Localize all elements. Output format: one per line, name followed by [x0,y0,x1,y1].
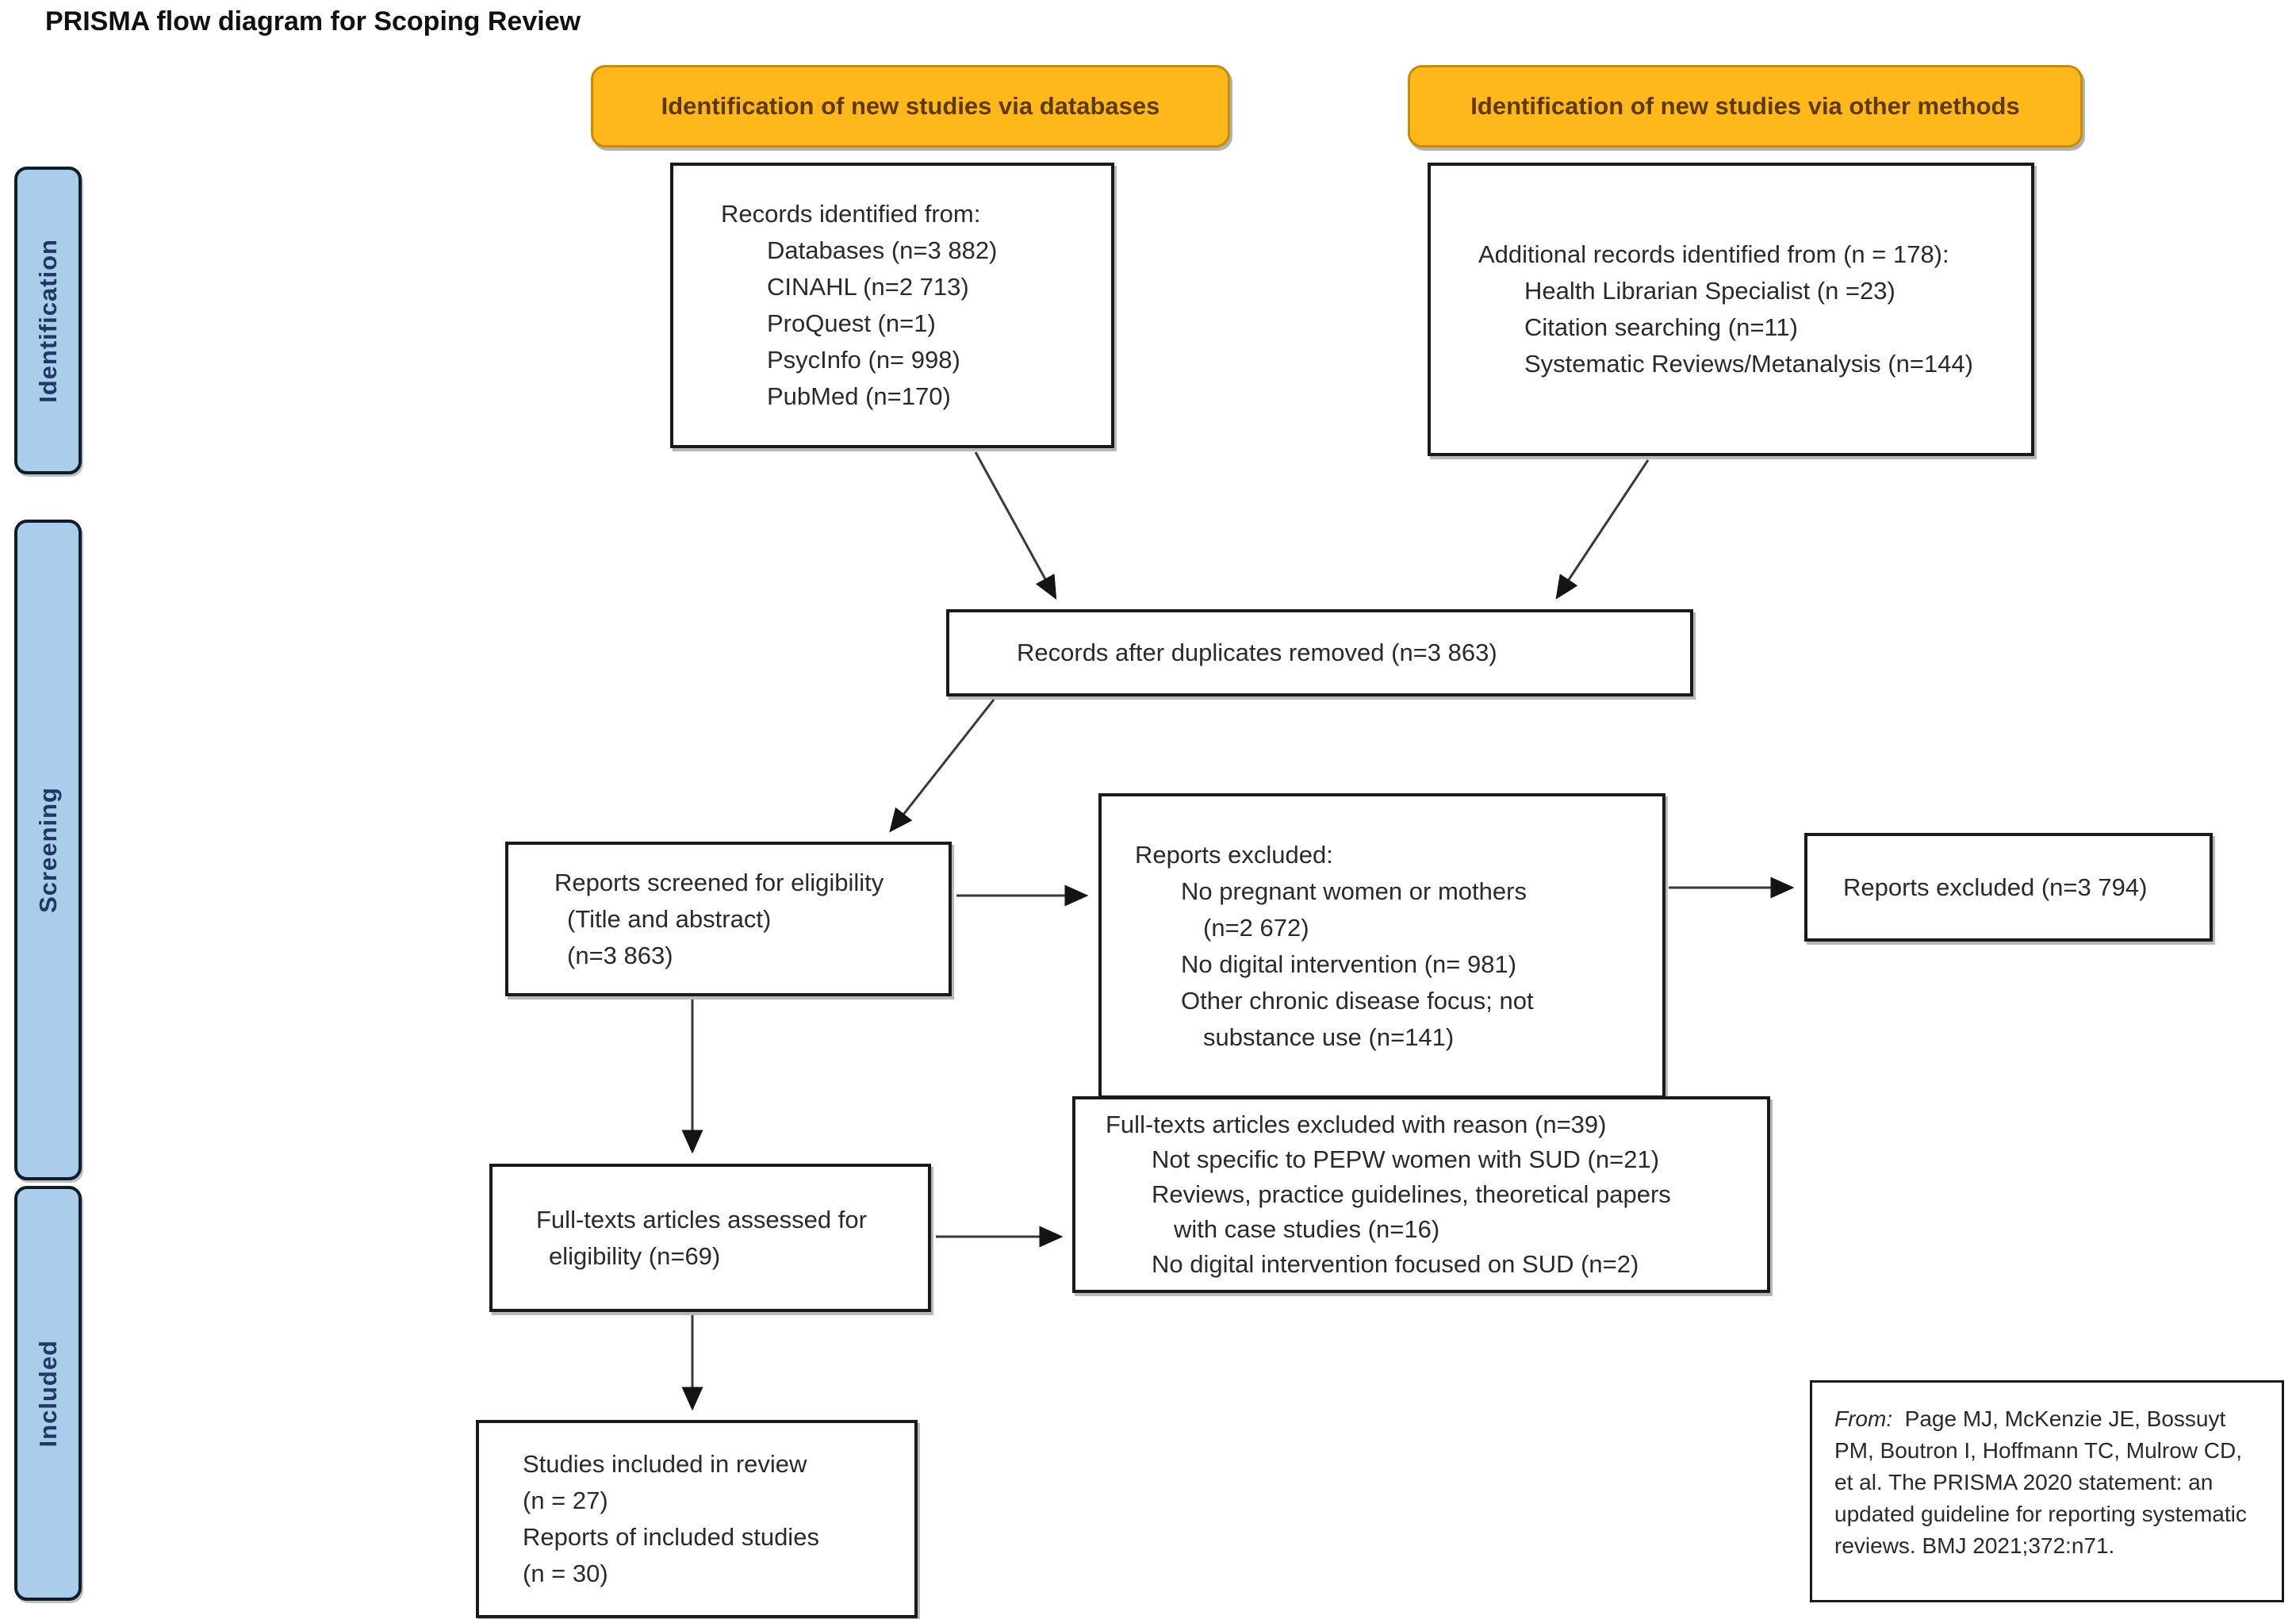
box-studies-included: Studies included in review (n = 27) Report… [476,1420,918,1618]
text-line: PubMed (n=170) [767,382,951,410]
text-line: Not specific to PEPW women with SUD (n=2… [1152,1145,1660,1173]
stage-included-label: Included [33,1339,62,1448]
text-line: Records after duplicates removed (n=3 86… [1017,639,1497,666]
text-line: Databases (n=3 882) [767,236,998,264]
text-line: PsycInfo (n= 998) [767,346,960,374]
text-line: No digital intervention (n= 981) [1181,950,1517,978]
stage-screening-label: Screening [33,787,62,913]
box-reports-excluded-reasons: Reports excluded: No pregnant women or mo… [1098,793,1665,1099]
text-line: (n=2 672) [1203,913,1309,942]
text-line: CINAHL (n=2 713) [767,273,969,301]
text-line: Reports of included studies [523,1523,819,1551]
stage-identification-label: Identification [33,238,62,403]
text-line: No digital intervention focused on SUD (… [1152,1250,1639,1278]
text-line: (n = 27) [523,1487,608,1514]
text-line: (n = 30) [523,1560,608,1587]
box-fulltexts-excluded: Full-texts articles excluded with reason… [1072,1096,1770,1293]
header-other-methods: Identification of new studies via other … [1408,65,2083,148]
box-duplicates-removed: Records after duplicates removed (n=3 86… [946,609,1693,696]
citation-text: Page MJ, McKenzie JE, Bossuyt PM, Boutro… [1834,1406,2253,1558]
text-line: Reports excluded: [1135,840,1333,869]
text-line: eligibility (n=69) [549,1241,721,1270]
box-records-identified: Records identified from: Databases (n=3 8… [670,163,1114,448]
page-title: PRISMA flow diagram for Scoping Review [45,6,581,36]
text-line: Reviews, practice guidelines, theoretica… [1152,1180,1671,1208]
citation-from-label: From: [1834,1406,1893,1431]
text-line: No pregnant women or mothers [1181,877,1527,905]
text-line: Additional records identified from (n = … [1478,240,1949,268]
box-fulltexts-assessed: Full-texts articles assessed for eligibil… [489,1164,931,1312]
stage-identification: Identification [14,167,82,474]
text-line: Citation searching (n=11) [1524,313,1798,341]
text-line: substance use (n=141) [1203,1022,1455,1051]
text-line: ProQuest (n=1) [767,309,936,337]
box-reports-screened: Reports screened for eligibility (Title a… [505,842,952,996]
text-line: Full-texts articles excluded with reason… [1106,1111,1607,1138]
text-line: Reports screened for eligibility [554,868,884,896]
stage-included: Included [14,1186,82,1601]
citation-box: From: Page MJ, McKenzie JE, Bossuyt PM, … [1810,1380,2284,1602]
text-line: (Title and abstract) [567,904,772,933]
text-line: Health Librarian Specialist (n =23) [1524,277,1895,305]
header-databases: Identification of new studies via databa… [591,65,1230,148]
stage-screening: Screening [14,520,82,1180]
text-line: Studies included in review [523,1450,807,1478]
box-reports-excluded-total: Reports excluded (n=3 794) [1804,833,2213,942]
text-line: with case studies (n=16) [1174,1215,1440,1243]
text-line: Full-texts articles assessed for [536,1205,867,1233]
text-line: Reports excluded (n=3 794) [1843,873,2148,901]
text-line: Records identified from: [721,200,981,228]
box-additional-records: Additional records identified from (n = … [1428,163,2034,456]
text-line: (n=3 863) [567,941,673,969]
text-line: Other chronic disease focus; not [1181,986,1534,1015]
text-line: Systematic Reviews/Metanalysis (n=144) [1524,350,1973,378]
